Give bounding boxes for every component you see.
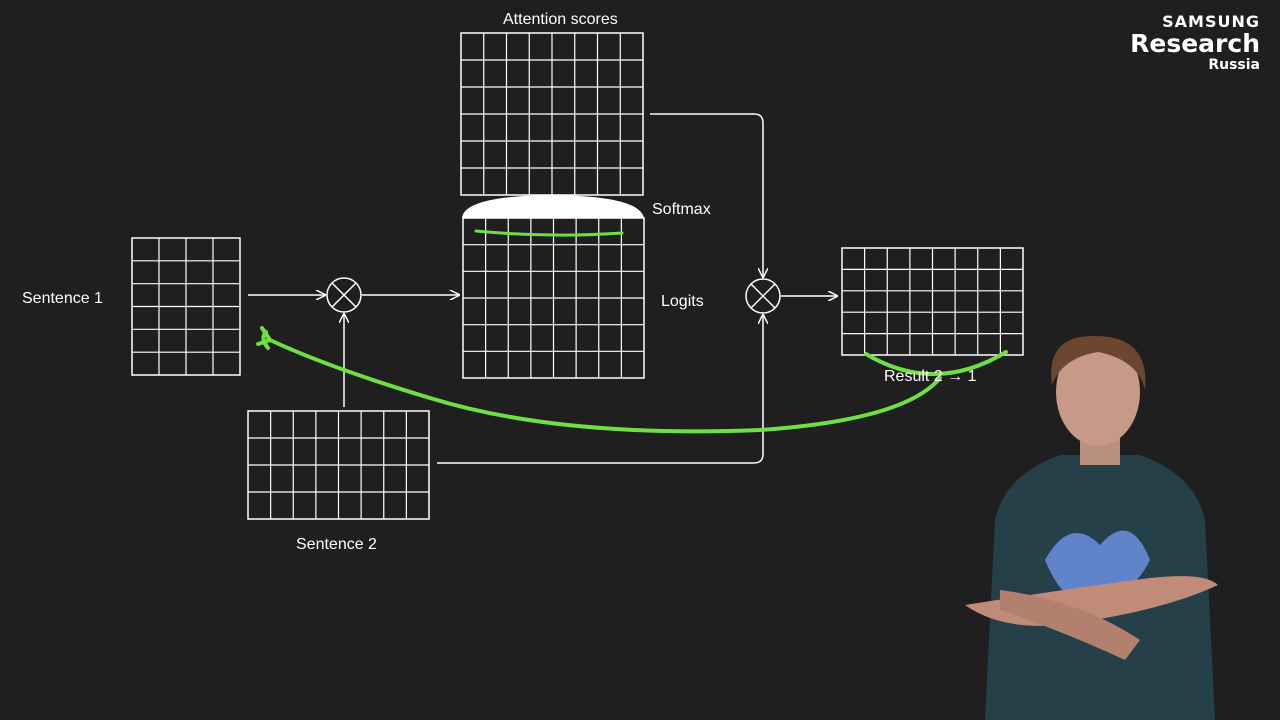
result-matrix [841,247,1024,356]
brand-line-3: Russia [1208,57,1260,73]
brand-line-2: Research [1130,29,1260,58]
arrow-sentence2-to-multiply-2 [437,315,763,464]
arrow-attention-to-multiply [650,113,763,277]
softmax-label: Softmax [652,201,711,218]
result-label: Result 2 → 1 [884,368,977,385]
presenter-figure [965,335,1218,720]
brand-line-1: SAMSUNG [1162,12,1260,31]
softmax-cap [462,195,644,218]
sentence-2-label: Sentence 2 [296,536,377,553]
green-annotation [256,229,1008,434]
multiply-operator-1 [326,277,362,313]
logits-label: Logits [661,293,704,310]
sentence-1-matrix [131,237,241,376]
sentence-2-matrix [247,410,430,520]
multiply-operator-2 [745,278,781,314]
logits-matrix [462,217,645,379]
attention-scores-matrix [460,32,644,196]
attention-scores-label: Attention scores [503,11,618,28]
samsung-research-logo: SAMSUNG Research Russia [1130,12,1260,73]
sentence-1-label: Sentence 1 [22,290,103,307]
